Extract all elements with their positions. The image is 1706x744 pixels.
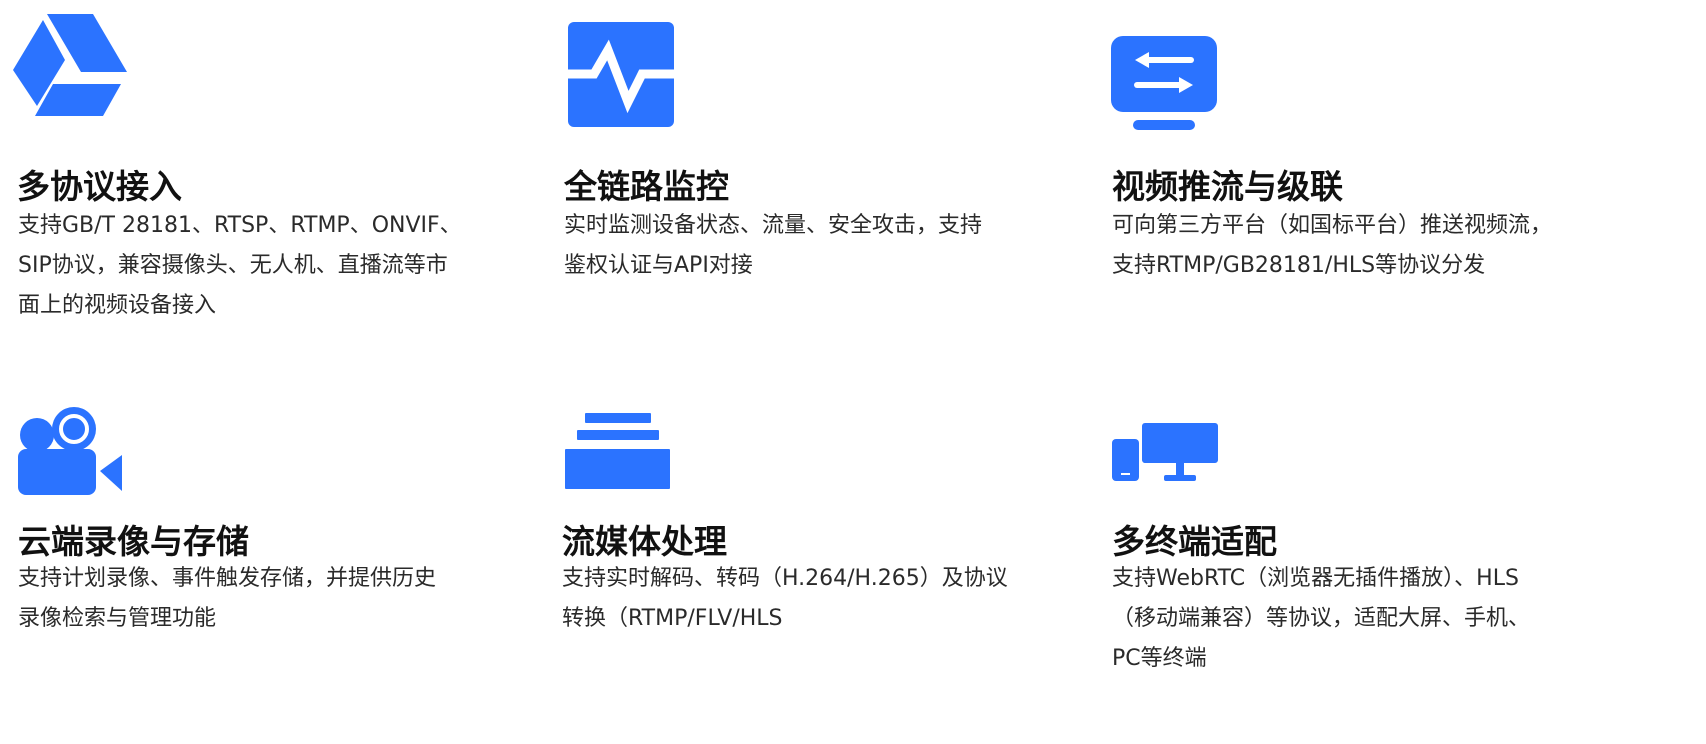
description-line: 面上的视频设备接入 [18,293,217,318]
pulse-monitor-icon [568,22,708,152]
description-line: 支持GB/T 28181、RTSP、RTMP、ONVIF、 [18,213,462,238]
feature-title: 云端录像与存储 [18,522,249,561]
feature-title: 多终端适配 [1112,522,1277,561]
description-line: 支持RTMP/GB28181/HLS等协议分发 [1112,253,1486,278]
description-line: 支持实时解码、转码（H.264/H.265）及协议 [562,566,1008,591]
feature-description: 实时监测设备状态、流量、安全攻击，支持 鉴权认证与API对接 [564,206,1084,286]
feature-description: 可向第三方平台（如国标平台）推送视频流， 支持RTMP/GB28181/HLS等… [1112,206,1672,286]
video-camera-icon [18,405,158,535]
description-line: 支持计划录像、事件触发存储，并提供历史 [18,566,437,591]
multi-device-icon [1112,423,1252,553]
feature-description: 支持GB/T 28181、RTSP、RTMP、ONVIF、 SIP协议，兼容摄像… [18,206,538,326]
feature-title: 视频推流与级联 [1112,167,1343,206]
description-line: SIP协议，兼容摄像头、无人机、直播流等市 [18,253,448,278]
description-line: （移动端兼容）等协议，适配大屏、手机、 [1112,606,1531,631]
feature-description: 支持WebRTC（浏览器无插件播放）、HLS （移动端兼容）等协议，适配大屏、手… [1112,559,1672,679]
description-line: 可向第三方平台（如国标平台）推送视频流， [1112,213,1553,238]
description-line: 支持WebRTC（浏览器无插件播放）、HLS [1112,566,1519,591]
description-line: 转换（RTMP/FLV/HLS [562,606,783,631]
feature-title: 流媒体处理 [562,522,727,561]
description-line: 鉴权认证与API对接 [564,253,753,278]
screen-transfer-icon [1111,36,1251,166]
description-line: PC等终端 [1112,646,1207,671]
feature-description: 支持实时解码、转码（H.264/H.265）及协议 转换（RTMP/FLV/HL… [562,559,1102,639]
feature-title: 多协议接入 [17,167,182,206]
triangle-drive-icon [13,14,153,144]
feature-title: 全链路监控 [564,167,729,206]
description-line: 录像检索与管理功能 [18,606,217,631]
description-line: 实时监测设备状态、流量、安全攻击，支持 [564,213,983,238]
feature-description: 支持计划录像、事件触发存储，并提供历史 录像检索与管理功能 [18,559,538,639]
layers-stack-icon [565,413,705,543]
